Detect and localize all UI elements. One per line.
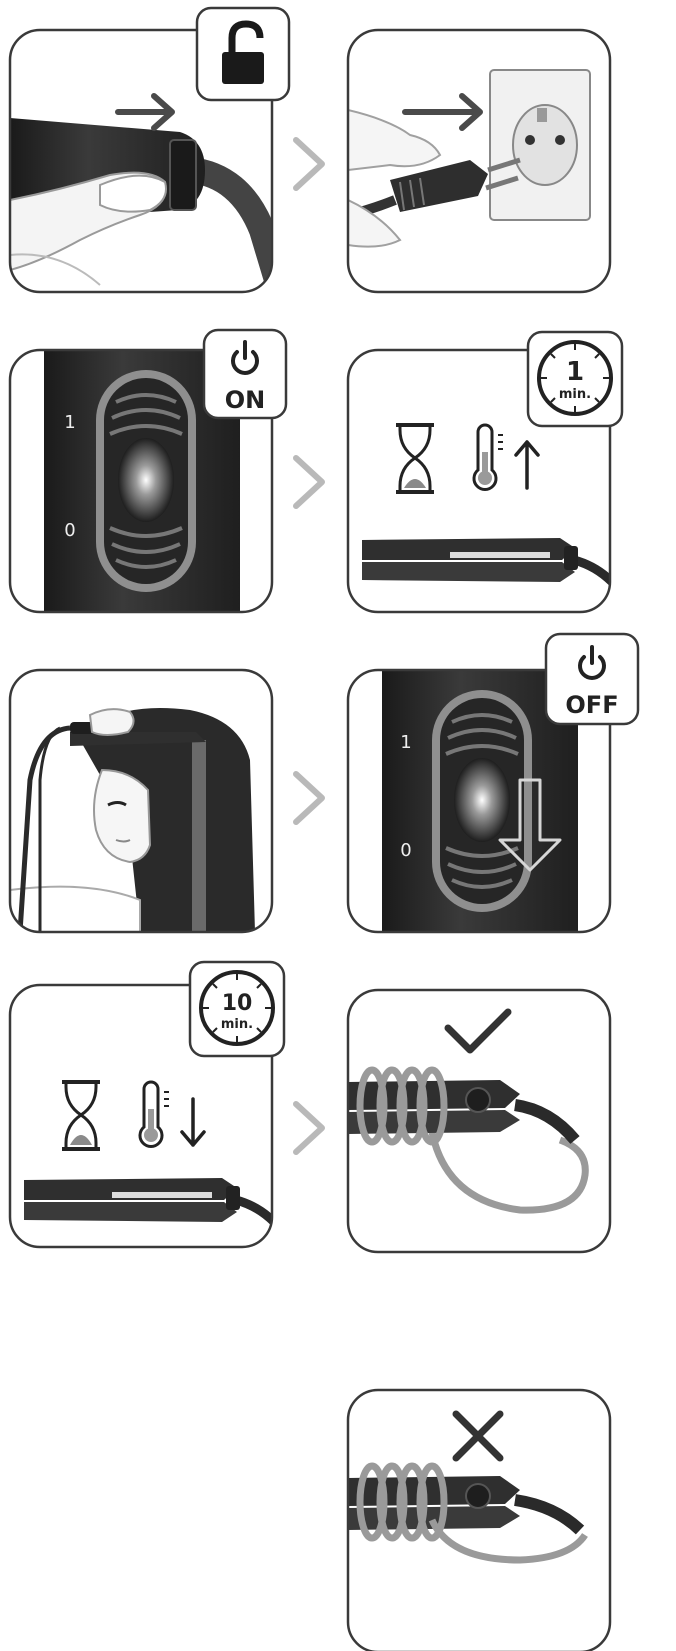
straightener-image — [362, 538, 610, 586]
check-icon — [444, 1008, 512, 1054]
position-zero-label: 0 — [64, 520, 75, 541]
position-one-label: 1 — [64, 412, 75, 433]
heat-timer-unit: min. — [559, 387, 591, 402]
temperature-up-icon — [472, 423, 540, 491]
position-zero-label: 0 — [400, 840, 411, 861]
step-5-panel — [8, 668, 274, 934]
step-7-panel: 10 min. — [8, 960, 286, 1249]
slide-down-arrow-icon — [498, 778, 562, 872]
cool-timer-unit: min. — [221, 1017, 253, 1032]
cool-timer-value: 10 — [222, 991, 253, 1016]
cross-icon — [452, 1410, 504, 1462]
power-icon — [578, 645, 606, 680]
temperature-down-icon — [138, 1080, 206, 1148]
next-arrow-icon — [293, 1101, 325, 1155]
next-arrow-icon — [293, 455, 325, 509]
timer-icon — [537, 340, 613, 416]
step-2-panel — [346, 28, 612, 294]
timer-icon — [199, 970, 275, 1046]
switch-off-label: OFF — [565, 691, 618, 719]
hourglass-icon — [396, 423, 434, 494]
step-3-panel: 1 0 ON — [8, 328, 288, 614]
next-arrow-icon — [293, 137, 325, 191]
hair-image — [80, 708, 255, 932]
position-one-label: 1 — [400, 732, 411, 753]
switch-on-label: ON — [225, 386, 266, 414]
step-6-panel: 1 0 OFF — [346, 632, 640, 934]
step-1-panel — [8, 6, 291, 294]
step-9-panel — [346, 1388, 612, 1651]
unlock-icon — [222, 20, 264, 84]
heat-timer-value: 1 — [566, 357, 584, 387]
hourglass-icon — [62, 1080, 100, 1151]
step-4-panel: 1 min. — [346, 330, 624, 614]
power-icon — [231, 340, 259, 375]
next-arrow-icon — [293, 771, 325, 825]
step-8-panel — [346, 988, 612, 1254]
